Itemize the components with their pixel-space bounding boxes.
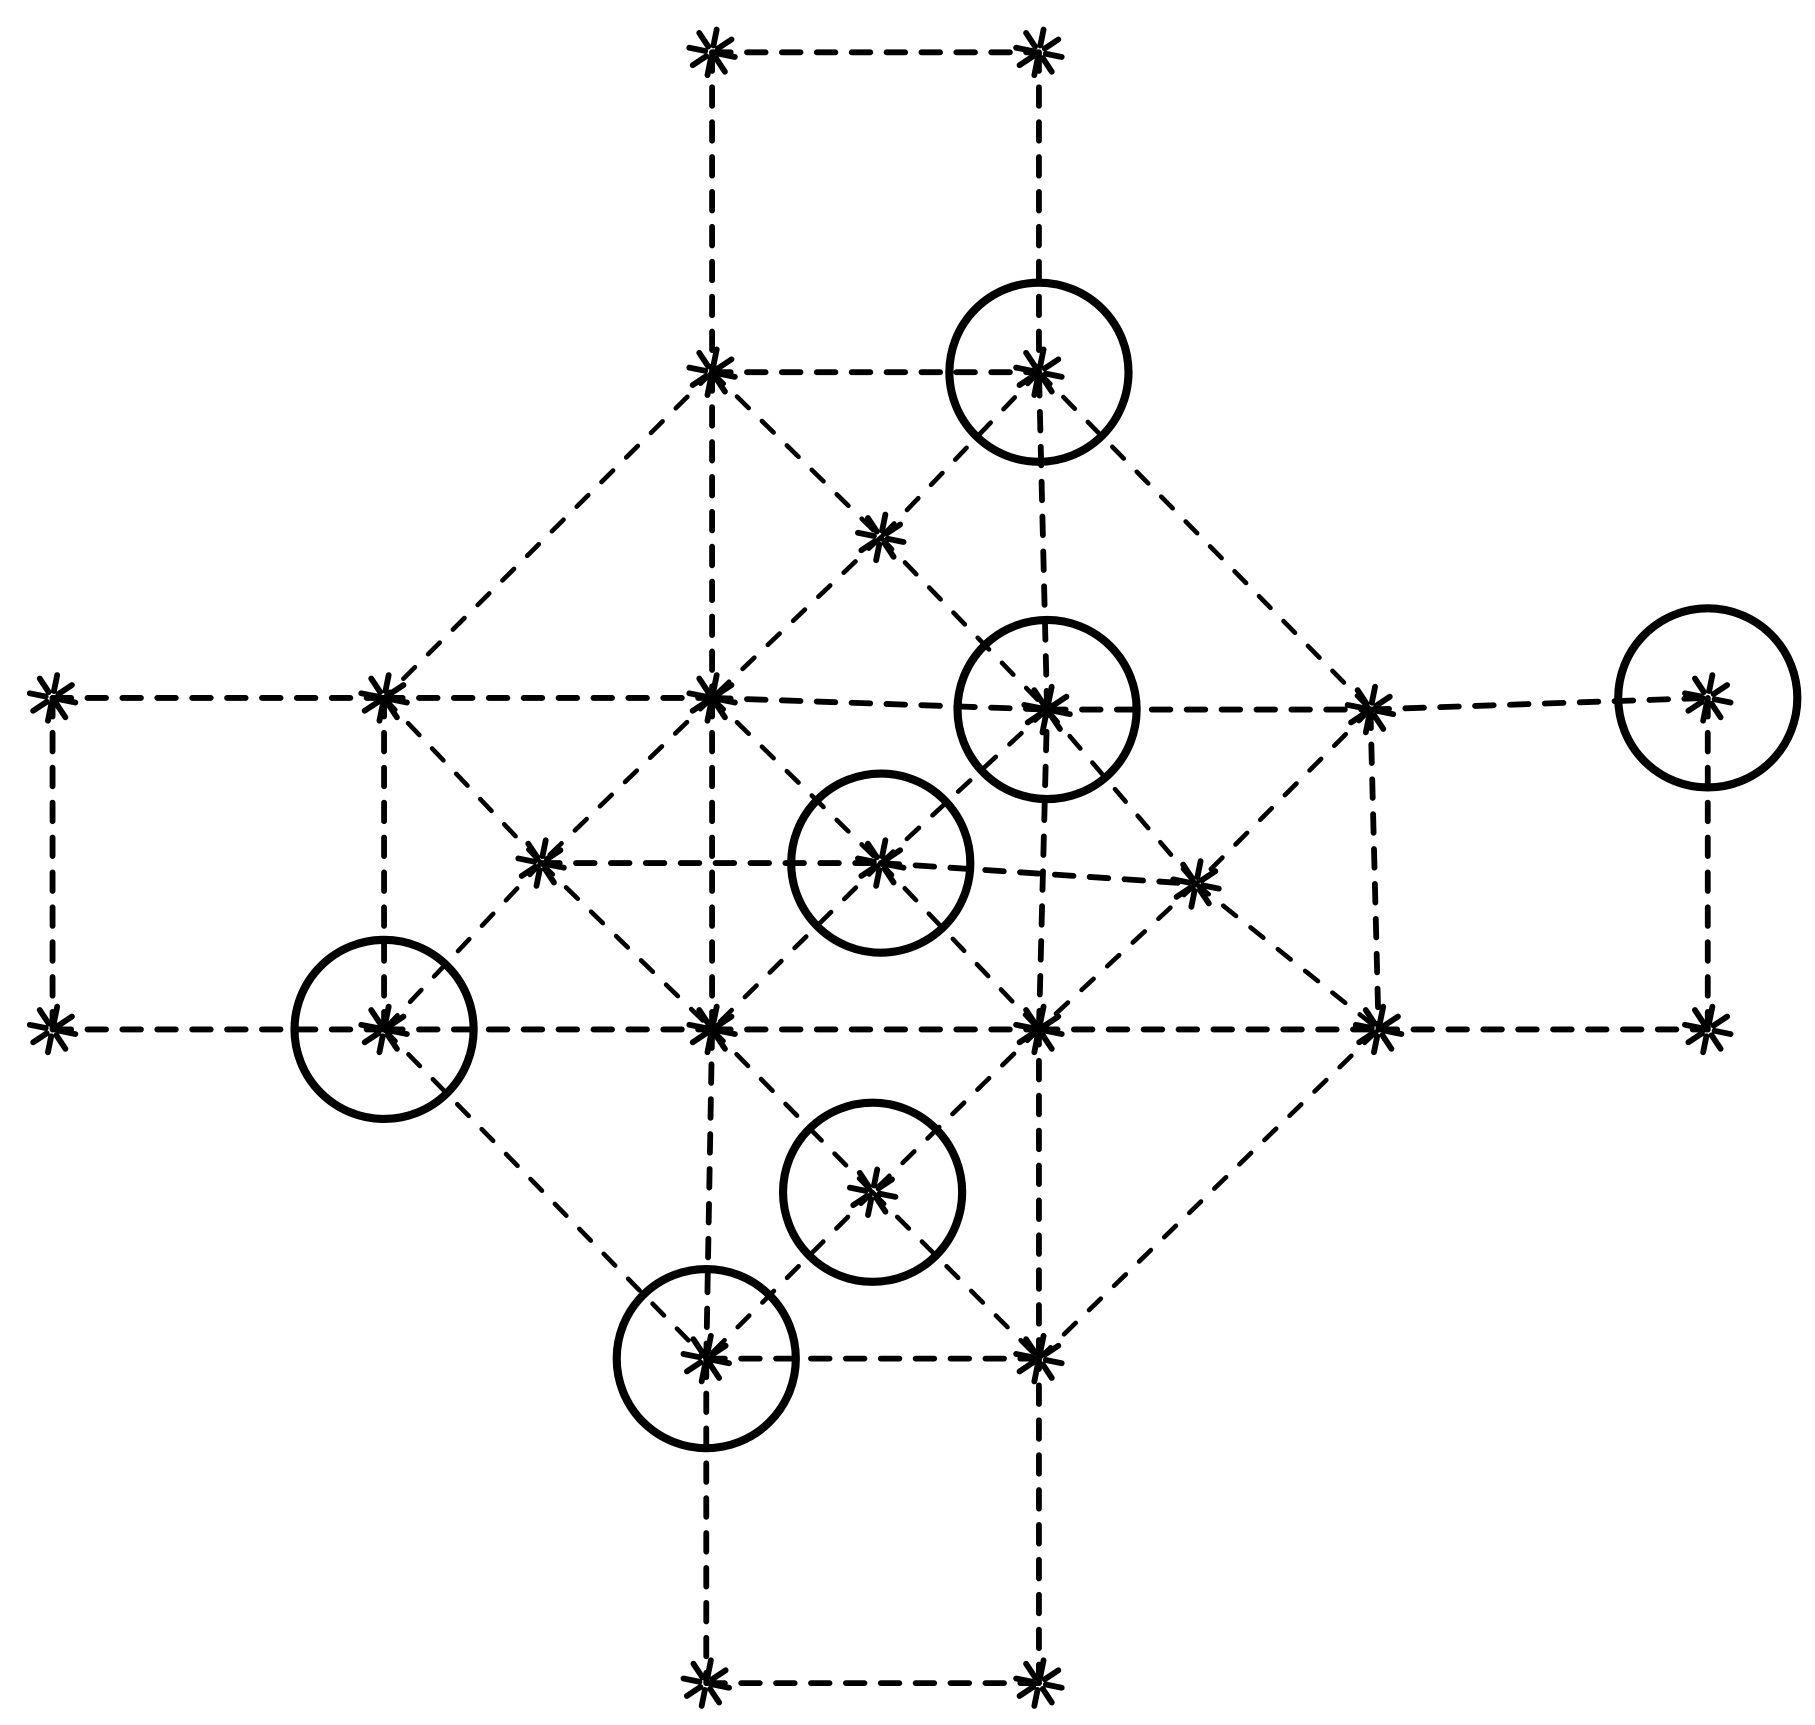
node — [1013, 1332, 1065, 1385]
asterisk-icon — [26, 1003, 79, 1056]
diagonal-dashed-edge — [703, 1189, 875, 1361]
node — [686, 672, 738, 724]
node — [26, 1003, 79, 1056]
asterisk-icon — [1013, 1657, 1065, 1709]
asterisk-icon — [846, 1166, 899, 1218]
asterisk-icon — [1021, 683, 1073, 736]
diagonal-dashed-edge — [878, 369, 1042, 540]
asterisk-icon — [1013, 1003, 1065, 1056]
dashed-edge — [1036, 706, 1050, 1033]
node — [680, 1657, 732, 1709]
asterisk-icon — [26, 672, 79, 724]
diagonal-dashed-edge — [381, 1027, 709, 1361]
circled-node — [953, 615, 1141, 804]
circled-node — [1614, 604, 1802, 792]
circle-marker — [945, 278, 1133, 466]
diagonal-dashed-edge — [878, 707, 1050, 866]
diagonal-dashed-edge — [870, 1189, 1042, 1361]
circled-node — [945, 278, 1133, 466]
diagonal-dashed-edge — [381, 695, 544, 866]
dashed-edge — [1036, 369, 1050, 713]
node — [1352, 1003, 1405, 1056]
node — [26, 672, 79, 724]
diagonal-dashed-edge — [1036, 1027, 1381, 1361]
diagonal-dashed-edge — [709, 695, 884, 866]
nodes — [26, 26, 1802, 1709]
dashed-edge — [877, 860, 1199, 887]
diagonal-dashed-edge — [538, 860, 715, 1032]
asterisk-icon — [1344, 683, 1397, 736]
asterisk-icon — [358, 672, 410, 724]
circle-marker — [1614, 604, 1802, 792]
diagonal-dashed-edge — [870, 1027, 1042, 1195]
node — [1013, 1003, 1065, 1056]
diagonal-dashed-edge — [709, 860, 884, 1032]
asterisk-icon — [1013, 26, 1065, 79]
dashed-edge — [703, 1026, 715, 1362]
diagonal-dashed-edge — [538, 695, 715, 866]
node — [515, 837, 567, 889]
asterisk-icon — [686, 346, 738, 398]
dashed-edge — [709, 695, 1050, 713]
node — [855, 511, 907, 564]
circle-marker — [787, 769, 975, 957]
circle-marker — [290, 935, 478, 1124]
asterisk-icon — [515, 837, 567, 889]
node — [1170, 858, 1222, 910]
diagonal-dashed-edge — [709, 535, 884, 701]
circle-marker — [778, 1098, 967, 1286]
circled-node — [787, 769, 975, 957]
diagonal-dashed-edge — [1036, 881, 1199, 1032]
asterisk-icon — [855, 837, 907, 889]
diagonal-dashed-edge — [709, 1027, 875, 1195]
circled-node — [612, 1264, 800, 1453]
node — [358, 672, 410, 724]
node — [686, 346, 738, 398]
diagonal-dashed-edge — [1193, 707, 1373, 887]
asterisk-icon — [686, 672, 738, 724]
circle-marker — [612, 1264, 800, 1453]
diagonal-dashed-edge — [381, 860, 544, 1032]
edges — [49, 49, 1711, 1687]
diagonal-dashed-edge — [878, 860, 1042, 1032]
circled-node — [778, 1098, 967, 1286]
dashed-edge — [1367, 695, 1711, 713]
asterisk-icon — [1352, 1003, 1405, 1056]
diagonal-dashed-edge — [709, 369, 884, 540]
asterisk-icon — [1170, 858, 1222, 910]
diagonal-dashed-edge — [1193, 881, 1381, 1032]
diagonal-dashed-edge — [1036, 369, 1373, 712]
asterisk-icon — [1682, 672, 1734, 724]
node — [1013, 26, 1065, 79]
asterisk-icon — [686, 1003, 738, 1056]
asterisk-icon — [1013, 1332, 1065, 1385]
diagonal-dashed-edge — [878, 535, 1050, 712]
node — [1013, 1657, 1065, 1709]
node — [686, 1003, 738, 1056]
circled-node — [290, 935, 478, 1124]
node — [1682, 1003, 1734, 1056]
asterisk-icon — [680, 1332, 732, 1385]
dashed-edge — [1367, 706, 1382, 1033]
asterisk-icon — [358, 1003, 410, 1056]
node — [686, 26, 738, 79]
circle-marker — [953, 615, 1141, 804]
asterisk-icon — [686, 26, 738, 79]
node — [1344, 683, 1397, 736]
diagonal-dashed-edge — [1044, 707, 1199, 887]
diagonal-dashed-edge — [381, 369, 715, 701]
asterisk-icon — [680, 1657, 732, 1709]
asterisk-icon — [1682, 1003, 1734, 1056]
asterisk-icon — [855, 511, 907, 564]
asterisk-icon — [1013, 346, 1065, 398]
